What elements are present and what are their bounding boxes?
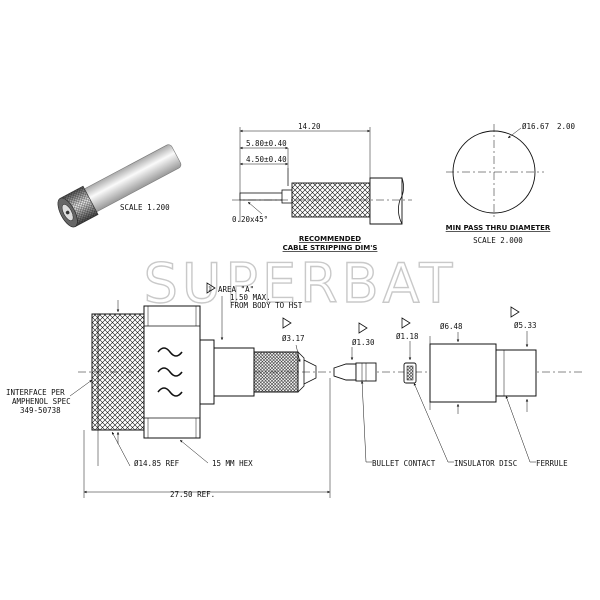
rev-flag: 1: [206, 282, 520, 334]
insulator-disc-label: INSULATOR DISC: [454, 459, 517, 468]
manufacturer-logo: [157, 347, 183, 397]
area-a-line2: 1.50 MAX.: [230, 293, 271, 302]
ferrule-part: [495, 349, 537, 397]
dim-1-30: Ø1.30: [352, 338, 375, 347]
hex-size: 15 MM HEX: [212, 459, 253, 468]
dim-14-85-ref: Ø14.85 REF: [134, 459, 180, 468]
ferrule-sleeve-part: [429, 343, 497, 403]
interface-line1: INTERFACE PER: [6, 388, 65, 397]
bullet-contact-label: BULLET CONTACT: [372, 459, 436, 468]
flag-label: 1: [208, 286, 212, 293]
chamfer-label: 0.20x45°: [232, 215, 268, 224]
stripping-title-1: RECOMMENDED: [299, 235, 361, 243]
bullet-contact-part: [333, 362, 377, 382]
dim-strip-a: 5.80±0.40: [246, 139, 287, 148]
min-pass-title: MIN PASS THRU DIAMETER: [446, 224, 551, 232]
min-pass-dia: Ø16.67: [522, 122, 549, 131]
min-pass-thru-view: Ø16.67 2.00 MIN PASS THRU DIAMETER SCALE…: [446, 122, 576, 245]
interface-line2: AMPHENOL SPEC: [12, 397, 71, 406]
area-a-line1: AREA "A": [218, 285, 254, 294]
ferrule-label: FERRULE: [536, 459, 568, 468]
dim-1-18: Ø1.18: [396, 332, 419, 341]
connector-photo: SCALE 1.200: [57, 144, 182, 228]
connector-assembly: 1 AREA "A" 1.50 MAX. FROM BODY TO HST Ø3…: [6, 282, 582, 499]
photo-scale-label: SCALE 1.200: [120, 203, 170, 212]
dim-3-17: Ø3.17: [282, 334, 305, 343]
dim-5-33: Ø5.33: [514, 321, 537, 330]
interface-line3: 349-50738: [20, 406, 61, 415]
dim-6-48: Ø6.48: [440, 322, 463, 331]
dim-overall-strip: 14.20: [298, 122, 321, 131]
stripping-title-2: CABLE STRIPPING DIM'S: [283, 244, 378, 252]
min-pass-dia-value: 2.00: [557, 122, 576, 131]
cable-stripping-view: 14.20 5.80±0.40 4.50±0.40 0.20x45° RECOM…: [232, 122, 412, 252]
area-a-line3: FROM BODY TO HST: [230, 301, 303, 310]
watermark: SUPERBAT: [144, 252, 457, 315]
dim-strip-b: 4.50±0.40: [246, 155, 287, 164]
overall-length: 27.50 REF.: [170, 490, 215, 499]
min-pass-scale: SCALE 2.000: [473, 236, 523, 245]
